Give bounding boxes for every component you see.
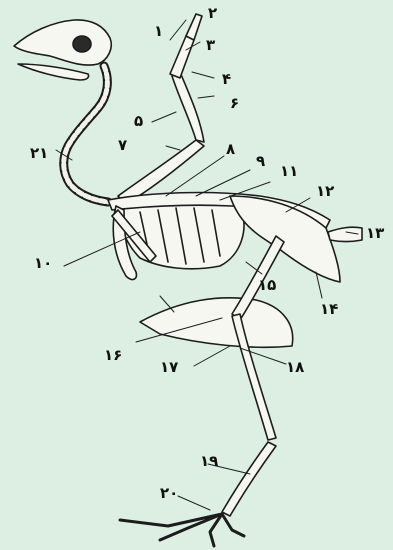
label-8: ۸ [226,142,235,157]
label-21: ۲۱ [30,146,48,161]
pelvis [230,196,340,282]
label-1: ۱ [154,24,163,39]
label-14: ۱۴ [320,302,338,317]
label-15: ۱۵ [258,278,276,293]
label-16: ۱۶ [104,348,122,363]
lower-jaw [18,64,89,80]
label-11: ۱۱ [280,164,298,179]
pygostyle [328,227,362,241]
toes [120,514,244,546]
label-4: ۴ [222,72,231,87]
label-2: ۲ [208,6,217,21]
eye-orbit [73,36,91,52]
label-5: ۵ [134,114,143,129]
label-6: ۶ [230,96,239,111]
label-18: ۱۸ [286,360,304,375]
label-9: ۹ [256,154,265,169]
tarsometatarsus [222,442,276,516]
label-17: ۱۷ [160,360,178,375]
skull [14,20,111,65]
label-3: ۳ [206,38,215,53]
label-13: ۱۳ [366,226,384,241]
label-12: ۱۲ [316,184,334,199]
digit [186,14,202,40]
label-7: ۷ [118,138,127,153]
carpometacarpus [170,36,194,78]
label-20: ۲۰ [160,486,178,501]
label-10: ۱۰ [34,256,52,271]
label-19: ۱۹ [200,454,218,469]
keel [140,298,293,347]
ulna-radius [172,72,204,142]
